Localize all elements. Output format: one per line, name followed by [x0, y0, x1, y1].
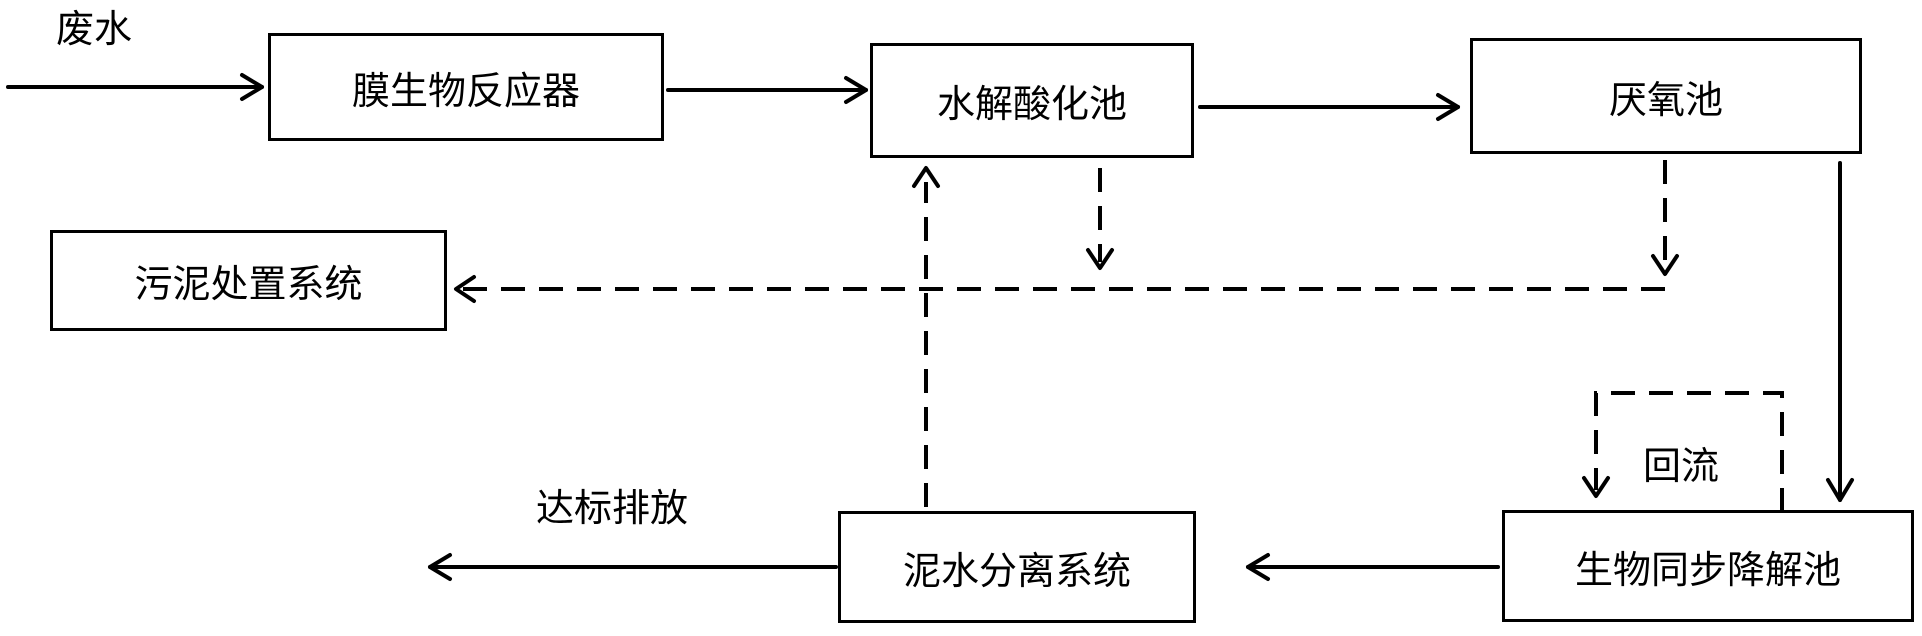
box-bio-degradation-tank: 生物同步降解池	[1502, 510, 1914, 622]
arrowhead	[1651, 254, 1679, 276]
box-label: 水解酸化池	[936, 82, 1127, 126]
box-label: 泥水分离系统	[902, 548, 1131, 593]
dashed-reflux-loop	[1594, 391, 1784, 512]
arrowhead	[1582, 476, 1610, 498]
box-label: 厌氧池	[1608, 77, 1723, 122]
arrowhead	[240, 73, 264, 101]
box-sludge-disposal: 污泥处置系统	[50, 230, 447, 331]
arrowhead	[844, 76, 868, 104]
label-discharge: 达标排放	[536, 486, 689, 530]
label-reflux: 回流	[1643, 444, 1720, 488]
arrowhead	[428, 553, 452, 581]
box-sludge-water-separation: 泥水分离系统	[838, 511, 1196, 623]
label-wastewater-in: 废水	[56, 7, 133, 51]
arrowhead	[1826, 478, 1854, 502]
box-label: 膜生物反应器	[351, 68, 580, 113]
arrowhead	[912, 166, 940, 188]
arrowhead	[1436, 93, 1460, 121]
arrowhead	[1086, 248, 1114, 270]
box-membrane-bioreactor: 膜生物反应器	[268, 33, 664, 141]
box-label: 生物同步降解池	[1574, 547, 1841, 592]
box-anaerobic-tank: 厌氧池	[1470, 38, 1862, 154]
box-label: 污泥处置系统	[134, 262, 363, 306]
arrowhead	[454, 275, 476, 303]
arrowhead	[1246, 553, 1270, 581]
box-hydrolysis-tank: 水解酸化池	[870, 43, 1194, 158]
